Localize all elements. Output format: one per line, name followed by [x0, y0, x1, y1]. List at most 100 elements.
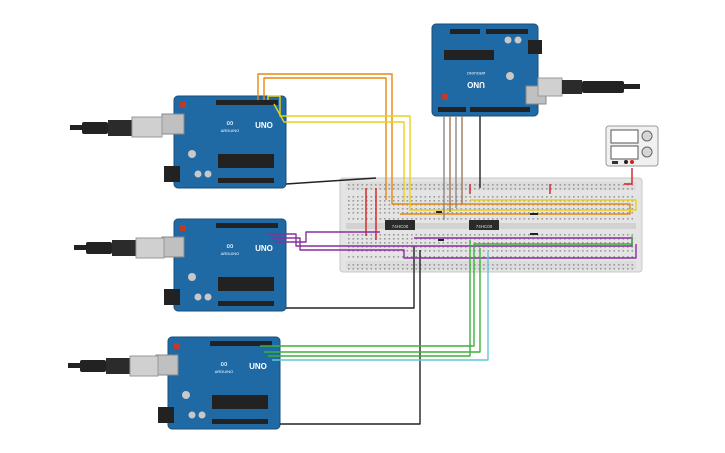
breadboard-hole [393, 218, 395, 220]
breadboard-hole [397, 212, 400, 214]
breadboard-hole [541, 204, 544, 206]
breadboard-hole [573, 188, 575, 190]
breadboard-hole [577, 212, 580, 214]
breadboard-hole [366, 268, 368, 270]
breadboard-hole [514, 242, 517, 244]
breadboard-hole [564, 238, 566, 240]
breadboard-hole [600, 250, 602, 252]
breadboard-hole [348, 196, 350, 198]
breadboard-hole [627, 196, 629, 198]
breadboard-hole [501, 238, 503, 240]
breadboard-hole [609, 208, 611, 210]
breadboard-hole [460, 268, 463, 270]
breadboard-hole [388, 204, 391, 206]
breadboard-hole [370, 218, 373, 220]
breadboard-hole [379, 242, 382, 244]
breadboard-hole [384, 212, 386, 214]
breadboard-hole [586, 264, 589, 266]
usb-cable-icon[interactable] [68, 355, 159, 377]
breadboard-hole [555, 264, 557, 266]
breadboard-hole [483, 268, 485, 270]
breadboard-hole [591, 200, 593, 202]
breadboard-hole [424, 242, 427, 244]
breadboard-hole [586, 246, 589, 248]
breadboard-hole [582, 268, 584, 270]
breadboard-hole [433, 188, 436, 190]
breadboard-hole [361, 184, 364, 186]
breadboard-hole [420, 212, 422, 214]
breadboard-hole [348, 242, 350, 244]
breadboard-hole [366, 208, 368, 210]
breadboard-hole [505, 256, 508, 258]
ic-chip-1[interactable]: 74HC00 [385, 220, 415, 230]
breadboard-hole [402, 238, 404, 240]
breadboard-hole [609, 246, 611, 248]
breadboard-hole [366, 264, 368, 266]
breadboard-hole [510, 250, 512, 252]
breadboard-hole [366, 238, 368, 240]
breadboard-hole [595, 188, 598, 190]
breadboard-hole [460, 264, 463, 266]
breadboard-hole [370, 188, 373, 190]
breadboard-hole [451, 204, 454, 206]
breadboard-hole [573, 200, 575, 202]
arduino-board-left-3[interactable]: UNO ARDUINO ∞ [155, 336, 281, 430]
ic-chip-2[interactable]: 74HC00 [469, 220, 499, 230]
breadboard-hole [420, 196, 422, 198]
breadboard-hole [537, 188, 539, 190]
arduino-board-left-2[interactable]: UNO ARDUINO ∞ [161, 218, 287, 312]
breadboard-hole [546, 256, 548, 258]
breadboard-hole [492, 184, 494, 186]
breadboard-hole [600, 204, 602, 206]
breadboard-hole [514, 264, 517, 266]
breadboard-hole [388, 196, 391, 198]
breadboard-hole [402, 218, 404, 220]
breadboard-hole [474, 250, 476, 252]
breadboard-hole [537, 208, 539, 210]
breadboard-hole [487, 196, 490, 198]
breadboard-hole [393, 208, 395, 210]
breadboard-hole [402, 184, 404, 186]
breadboard-hole [469, 218, 472, 220]
breadboard-hole [618, 212, 620, 214]
usb-cable-icon[interactable] [70, 116, 163, 138]
breadboard-hole [618, 188, 620, 190]
breadboard-hole [613, 196, 616, 198]
breadboard-hole [595, 200, 598, 202]
breadboard-hole [604, 242, 607, 244]
breadboard-hole [591, 196, 593, 198]
breadboard-hole [429, 238, 431, 240]
breadboard-hole [415, 246, 418, 248]
breadboard-hole [424, 200, 427, 202]
arduino-board-left-1[interactable]: UNO ARDUINO ∞ [161, 95, 287, 189]
breadboard-hole [384, 184, 386, 186]
breadboard-hole [366, 184, 368, 186]
breadboard-hole [505, 234, 508, 236]
wire-black [285, 177, 377, 185]
breadboard-hole [411, 188, 413, 190]
breadboard-hole [433, 246, 436, 248]
usb-cable-icon[interactable] [74, 237, 165, 259]
breadboard-hole [370, 268, 373, 270]
breadboard-hole [379, 200, 382, 202]
breadboard-hole [474, 242, 476, 244]
breadboard-hole [582, 246, 584, 248]
breadboard-hole [519, 208, 521, 210]
breadboard-hole [469, 196, 472, 198]
breadboard-hole [451, 208, 454, 210]
breadboard-hole [622, 250, 625, 252]
arduino-board-top[interactable]: UNO ARDUINO [431, 23, 547, 117]
usb-cable-icon[interactable] [537, 77, 640, 97]
breadboard-hole [559, 268, 562, 270]
breadboard-hole [487, 204, 490, 206]
breadboard-hole [375, 184, 377, 186]
breadboard-hole [591, 234, 593, 236]
breadboard-hole [559, 208, 562, 210]
breadboard-hole [420, 234, 422, 236]
breadboard-hole [505, 200, 508, 202]
breadboard-hole [541, 264, 544, 266]
power-supply-icon[interactable] [605, 125, 659, 167]
breadboard-hole [501, 188, 503, 190]
breadboard-hole [438, 268, 440, 270]
